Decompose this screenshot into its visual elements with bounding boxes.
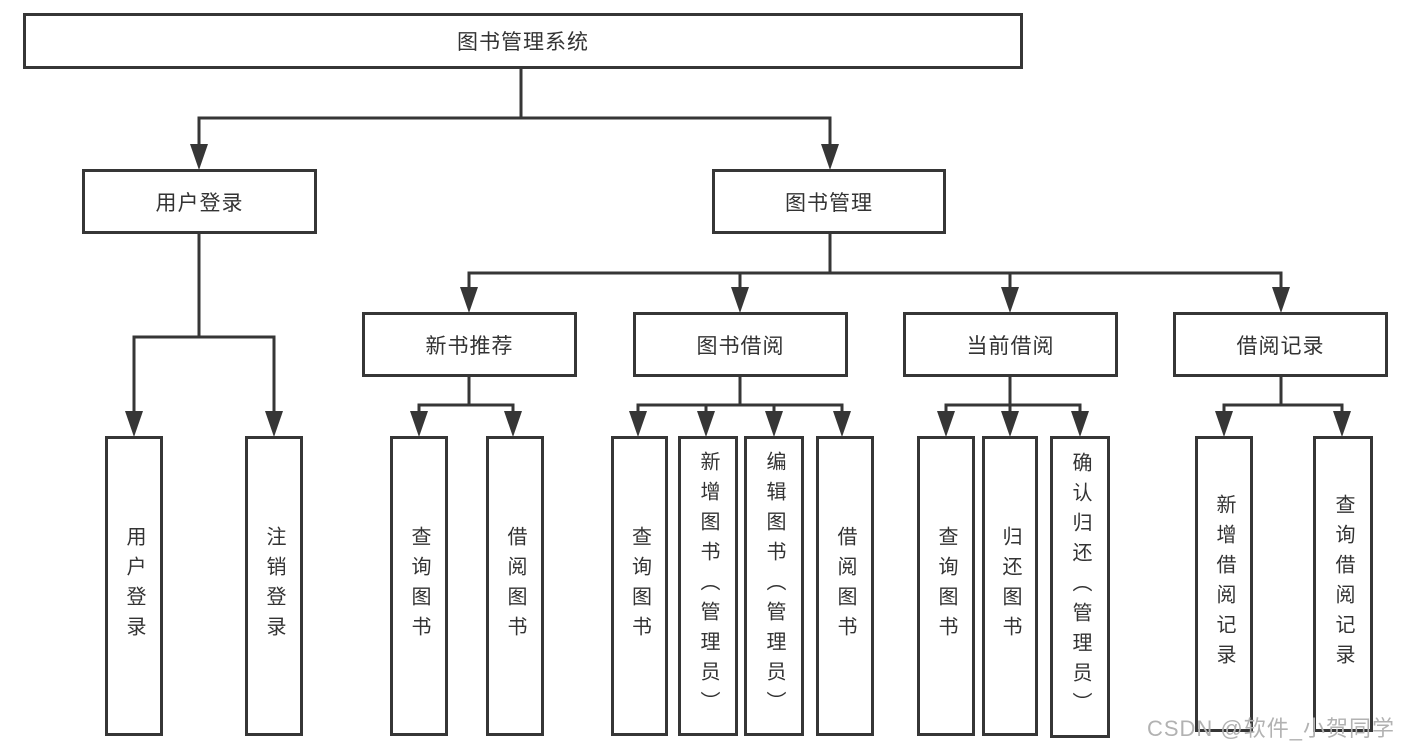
node-label: 借阅记录 — [1236, 334, 1325, 358]
connector-path — [132, 66, 1344, 415]
arrowhead-icon — [504, 411, 522, 437]
leaf-query-books-borrow: 查询图书 — [611, 436, 668, 736]
leaf-borrow-books: 借阅图书 — [816, 436, 874, 736]
watermark: CSDN @软件_小贺同学 — [1146, 716, 1395, 741]
leaf-confirm-return-admin: 确认归还（管理员） — [1050, 436, 1110, 738]
leaf-query-books-current: 查询图书 — [917, 436, 975, 736]
arrowhead-icon — [731, 287, 749, 313]
node-label: 查询图书 — [628, 526, 651, 646]
node-book-borrow: 图书借阅 — [633, 312, 848, 377]
arrowhead-icon — [937, 411, 955, 437]
node-label: 借阅图书 — [504, 526, 526, 646]
node-label: 图书管理 — [785, 191, 873, 215]
arrowhead-icon — [833, 411, 851, 437]
node-label: 图书借阅 — [696, 334, 785, 358]
leaf-user-login: 用户登录 — [105, 436, 163, 736]
node-borrow-records: 借阅记录 — [1173, 312, 1388, 377]
node-book-management: 图书管理 — [712, 169, 946, 234]
leaf-query-books-recommend: 查询图书 — [390, 436, 448, 736]
node-library-system: 图书管理系统 — [23, 13, 1023, 69]
node-user-login: 用户登录 — [82, 169, 317, 234]
node-label: 查询借阅记录 — [1332, 494, 1354, 674]
leaf-edit-book-admin: 编辑图书（管理员） — [744, 436, 804, 736]
leaf-add-book-admin: 新增图书（管理员） — [678, 436, 738, 736]
node-label: 编辑图书（管理员） — [763, 451, 785, 721]
arrowhead-icon — [1333, 411, 1351, 437]
arrowhead-icon — [1272, 287, 1290, 313]
node-label: 注销登录 — [263, 526, 285, 646]
arrowhead-icon — [410, 411, 428, 437]
node-label: 当前借阅 — [966, 334, 1055, 358]
node-label: 新书推荐 — [425, 334, 514, 358]
node-label: 用户登录 — [155, 191, 244, 215]
node-label: 归还图书 — [999, 526, 1021, 646]
leaf-add-borrow-record: 新增借阅记录 — [1195, 436, 1253, 732]
node-label: 借阅图书 — [834, 526, 856, 646]
arrowhead-icon — [1215, 411, 1233, 437]
arrowhead-icon — [125, 411, 143, 437]
arrowhead-icon — [697, 411, 715, 437]
node-label: 查询图书 — [935, 526, 957, 646]
leaf-borrow-books-recommend: 借阅图书 — [486, 436, 544, 736]
node-new-book-recommend: 新书推荐 — [362, 312, 577, 377]
arrowhead-icon — [190, 144, 208, 170]
arrowhead-icon — [460, 287, 478, 313]
arrowhead-icon — [765, 411, 783, 437]
node-current-borrow: 当前借阅 — [903, 312, 1118, 377]
leaf-return-book: 归还图书 — [982, 436, 1038, 736]
node-label: 确认归还（管理员） — [1069, 452, 1091, 722]
leaf-logout: 注销登录 — [245, 436, 303, 736]
node-label: 新增图书（管理员） — [697, 451, 719, 721]
leaf-query-borrow-record: 查询借阅记录 — [1313, 436, 1373, 732]
arrowhead-icon — [1001, 287, 1019, 313]
arrowhead-icon — [1001, 411, 1019, 437]
arrowhead-icon — [629, 411, 647, 437]
node-label: 新增借阅记录 — [1213, 494, 1235, 674]
node-label: 用户登录 — [123, 526, 145, 646]
node-label: 图书管理系统 — [457, 31, 589, 54]
arrowhead-icon — [265, 411, 283, 437]
arrowheads — [125, 144, 1351, 437]
node-label: 查询图书 — [408, 526, 430, 646]
arrowhead-icon — [821, 144, 839, 170]
arrowhead-icon — [1071, 411, 1089, 437]
